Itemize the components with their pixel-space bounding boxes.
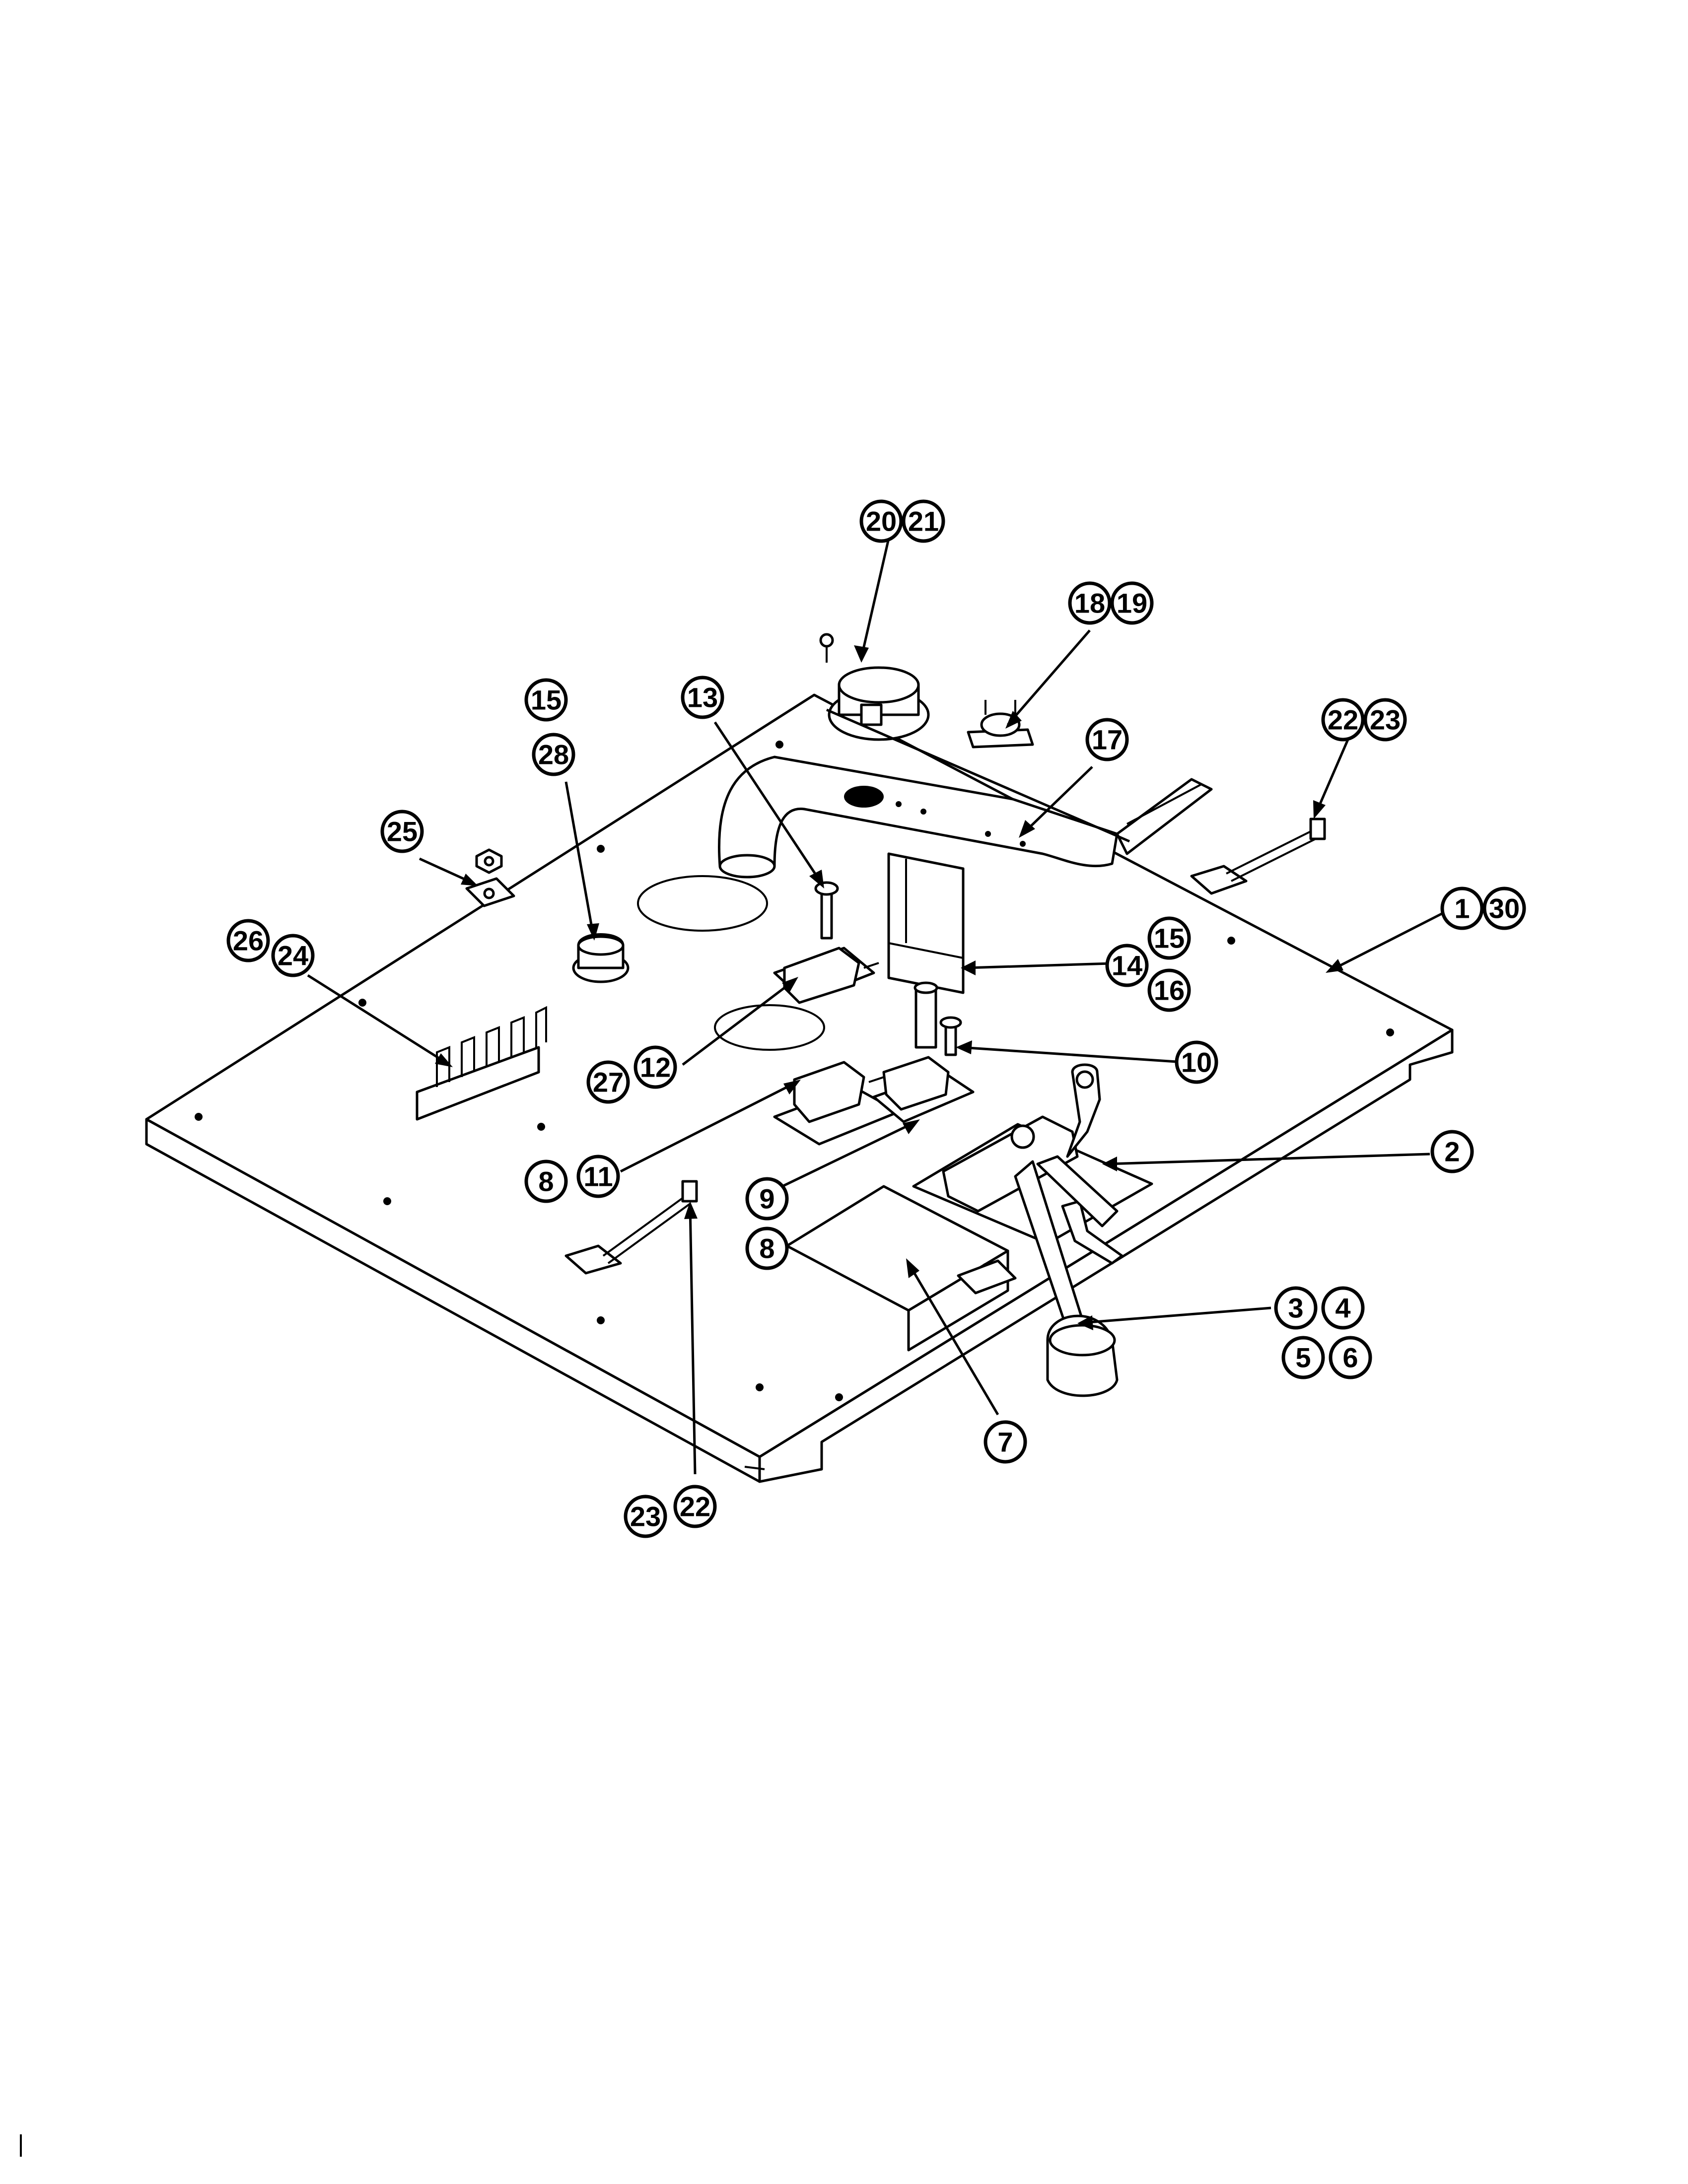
callout-2: 2 [1430, 1130, 1474, 1173]
callout-20: 20 [859, 499, 903, 543]
callout-label: 16 [1154, 975, 1185, 1006]
callout-label: 10 [1181, 1047, 1212, 1078]
callout-label: 18 [1074, 588, 1105, 619]
callout-label: 27 [593, 1067, 624, 1098]
callout-label: 17 [1092, 724, 1123, 755]
callout-25: 25 [380, 810, 424, 853]
callout-label: 28 [538, 739, 569, 770]
nut [475, 848, 503, 874]
callout-label: 30 [1489, 893, 1520, 924]
switch-8-9 [872, 1056, 975, 1123]
heater-element-assembly [887, 852, 965, 1049]
callout-label: 23 [630, 1501, 661, 1532]
callout-15-upper: 15 [524, 678, 568, 722]
callout-label: 21 [908, 506, 939, 537]
callout-label: 25 [387, 816, 418, 847]
callout-10: 10 [1175, 1040, 1218, 1084]
callout-label: 3 [1288, 1293, 1303, 1324]
latch-handle [1014, 1160, 1119, 1397]
screw-10 [939, 1016, 962, 1056]
clip-25 [465, 877, 515, 907]
callout-8-left: 8 [524, 1160, 568, 1203]
sensor-22-23-upper [1190, 818, 1326, 895]
callout-11: 11 [576, 1155, 620, 1198]
thermostat-15-28 [572, 933, 630, 983]
callout-26: 26 [226, 919, 270, 962]
callout-8-right: 8 [745, 1227, 789, 1270]
callout-label: 2 [1444, 1136, 1460, 1167]
callout-label: 11 [583, 1161, 613, 1192]
callout-label: 8 [759, 1233, 774, 1264]
latch-cover-plate [785, 1185, 1017, 1352]
callout-label: 19 [1117, 588, 1147, 619]
callout-13: 13 [681, 676, 724, 719]
callout-label: 22 [1328, 704, 1358, 736]
callout-3: 3 [1274, 1286, 1318, 1330]
callout-label: 6 [1342, 1342, 1358, 1373]
callout-label: 1 [1454, 893, 1470, 924]
sensor-22-23-lower [564, 1180, 698, 1275]
callout-12: 12 [633, 1045, 677, 1089]
callout-label: 14 [1112, 950, 1142, 981]
callout-label: 15 [531, 684, 562, 716]
callout-label: 7 [997, 1427, 1013, 1458]
callout-22-lower: 22 [673, 1485, 717, 1528]
callout-27: 27 [586, 1060, 630, 1104]
callout-1: 1 [1440, 887, 1484, 930]
callout-label: 12 [640, 1052, 671, 1083]
callout-9: 9 [745, 1177, 789, 1221]
callout-14: 14 [1105, 944, 1149, 987]
screw [819, 633, 834, 663]
callout-label: 23 [1370, 704, 1401, 736]
callout-7: 7 [984, 1420, 1027, 1464]
callout-6: 6 [1329, 1336, 1372, 1379]
callout-label: 9 [759, 1183, 774, 1215]
callout-21: 21 [902, 499, 945, 543]
callout-label: 13 [687, 682, 718, 713]
callout-17: 17 [1085, 718, 1129, 761]
thermostat-20-21 [828, 666, 930, 741]
callout-label: 24 [278, 940, 308, 971]
callout-label: 26 [233, 925, 264, 956]
callout-22-upper: 22 [1321, 698, 1365, 742]
leader-lines [307, 538, 1458, 1475]
callout-label: 8 [538, 1166, 554, 1197]
callout-label: 22 [680, 1491, 710, 1522]
callout-18: 18 [1068, 581, 1112, 625]
callout-19: 19 [1110, 581, 1154, 625]
terminal-block [416, 1006, 547, 1121]
callout-label: 4 [1335, 1293, 1350, 1324]
switch-12-27 [773, 947, 879, 1004]
blower-duct [718, 755, 1213, 879]
callout-28: 28 [532, 733, 575, 776]
callout-5: 5 [1281, 1336, 1325, 1379]
callout-23-upper: 23 [1363, 698, 1407, 742]
callout-24: 24 [271, 934, 315, 977]
callout-30: 30 [1482, 887, 1526, 930]
callout-4: 4 [1321, 1286, 1365, 1330]
callout-15-lower: 15 [1147, 916, 1191, 960]
callout-23-lower: 23 [624, 1495, 667, 1538]
callout-label: 5 [1295, 1342, 1311, 1373]
callout-16: 16 [1147, 968, 1191, 1012]
callout-label: 15 [1154, 923, 1185, 954]
callout-label: 20 [866, 506, 897, 537]
